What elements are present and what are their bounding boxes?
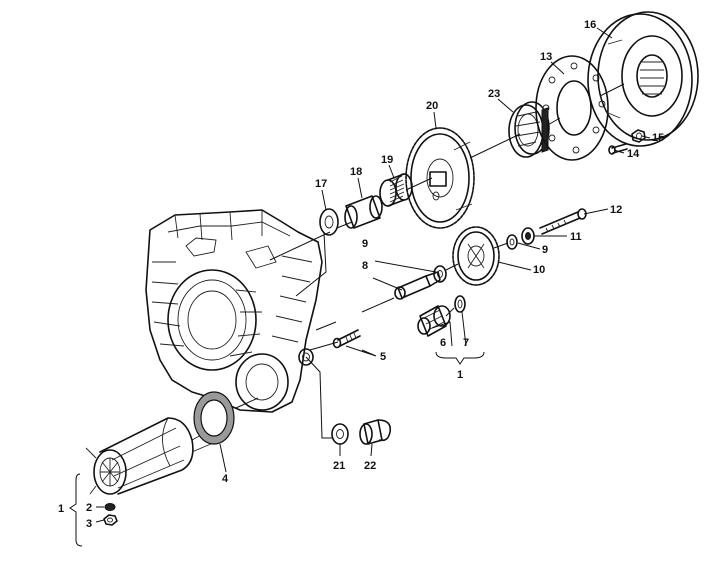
callout-3: 3: [86, 518, 92, 530]
callout-4: 4: [222, 473, 229, 485]
circlip-7: [454, 295, 466, 313]
callout-23: 23: [488, 88, 500, 100]
gear-10: [452, 226, 500, 286]
freewheel-clutch-23: [508, 101, 550, 158]
callout-19: 19: [381, 154, 393, 166]
bolt-14: [608, 143, 628, 155]
callout-1-right: 1: [457, 369, 463, 381]
gasket-ring: [193, 391, 235, 445]
callout-1-left: 1: [58, 503, 64, 515]
gear-20: [405, 127, 475, 229]
callout-8: 8: [362, 260, 368, 272]
nut-3: [103, 514, 118, 526]
callout-17: 17: [315, 178, 327, 190]
shaft-8: [394, 271, 441, 300]
cap-nut-22: [359, 419, 392, 445]
washer-2: [104, 503, 116, 511]
callout-leaders: [69, 27, 651, 547]
callout-16: 16: [584, 19, 596, 31]
bolt-12: [539, 208, 587, 235]
callout-12: 12: [610, 204, 622, 216]
callout-2: 2: [86, 502, 92, 514]
callout-9-upper: 9: [542, 244, 548, 256]
starter-motor: [85, 417, 221, 495]
thrust-washer-17: [319, 208, 339, 236]
callout-18: 18: [350, 166, 362, 178]
callout-6: 6: [440, 337, 446, 349]
callout-14: 14: [627, 148, 640, 160]
flange-plate-13: [535, 55, 609, 161]
washer-9-upper: [506, 234, 518, 250]
crankcase-housing: [145, 209, 323, 413]
washer-9-lower: [433, 265, 447, 283]
callout-20: 20: [426, 100, 438, 112]
callout-11: 11: [570, 231, 582, 243]
nut-15: [631, 129, 646, 143]
callout-labels: 1 1 2 3 4 5 6 7 8 9 9 10 11 12 13 14 15 …: [58, 19, 664, 530]
callout-10: 10: [533, 264, 545, 276]
washer-11: [521, 227, 535, 245]
callout-15: 15: [652, 132, 664, 144]
pinion-gear-6: [417, 305, 451, 337]
callout-13: 13: [540, 51, 552, 63]
bushing-18: [344, 195, 383, 229]
callout-21: 21: [333, 460, 345, 472]
callout-22: 22: [364, 460, 376, 472]
washer-21: [331, 423, 349, 445]
bolt-5: [332, 329, 361, 349]
callout-7: 7: [463, 337, 469, 349]
rotor-16: [587, 11, 699, 147]
callout-9-lower: 9: [362, 238, 368, 250]
assembly-axis-lines: [235, 83, 625, 409]
callout-5: 5: [380, 351, 386, 363]
